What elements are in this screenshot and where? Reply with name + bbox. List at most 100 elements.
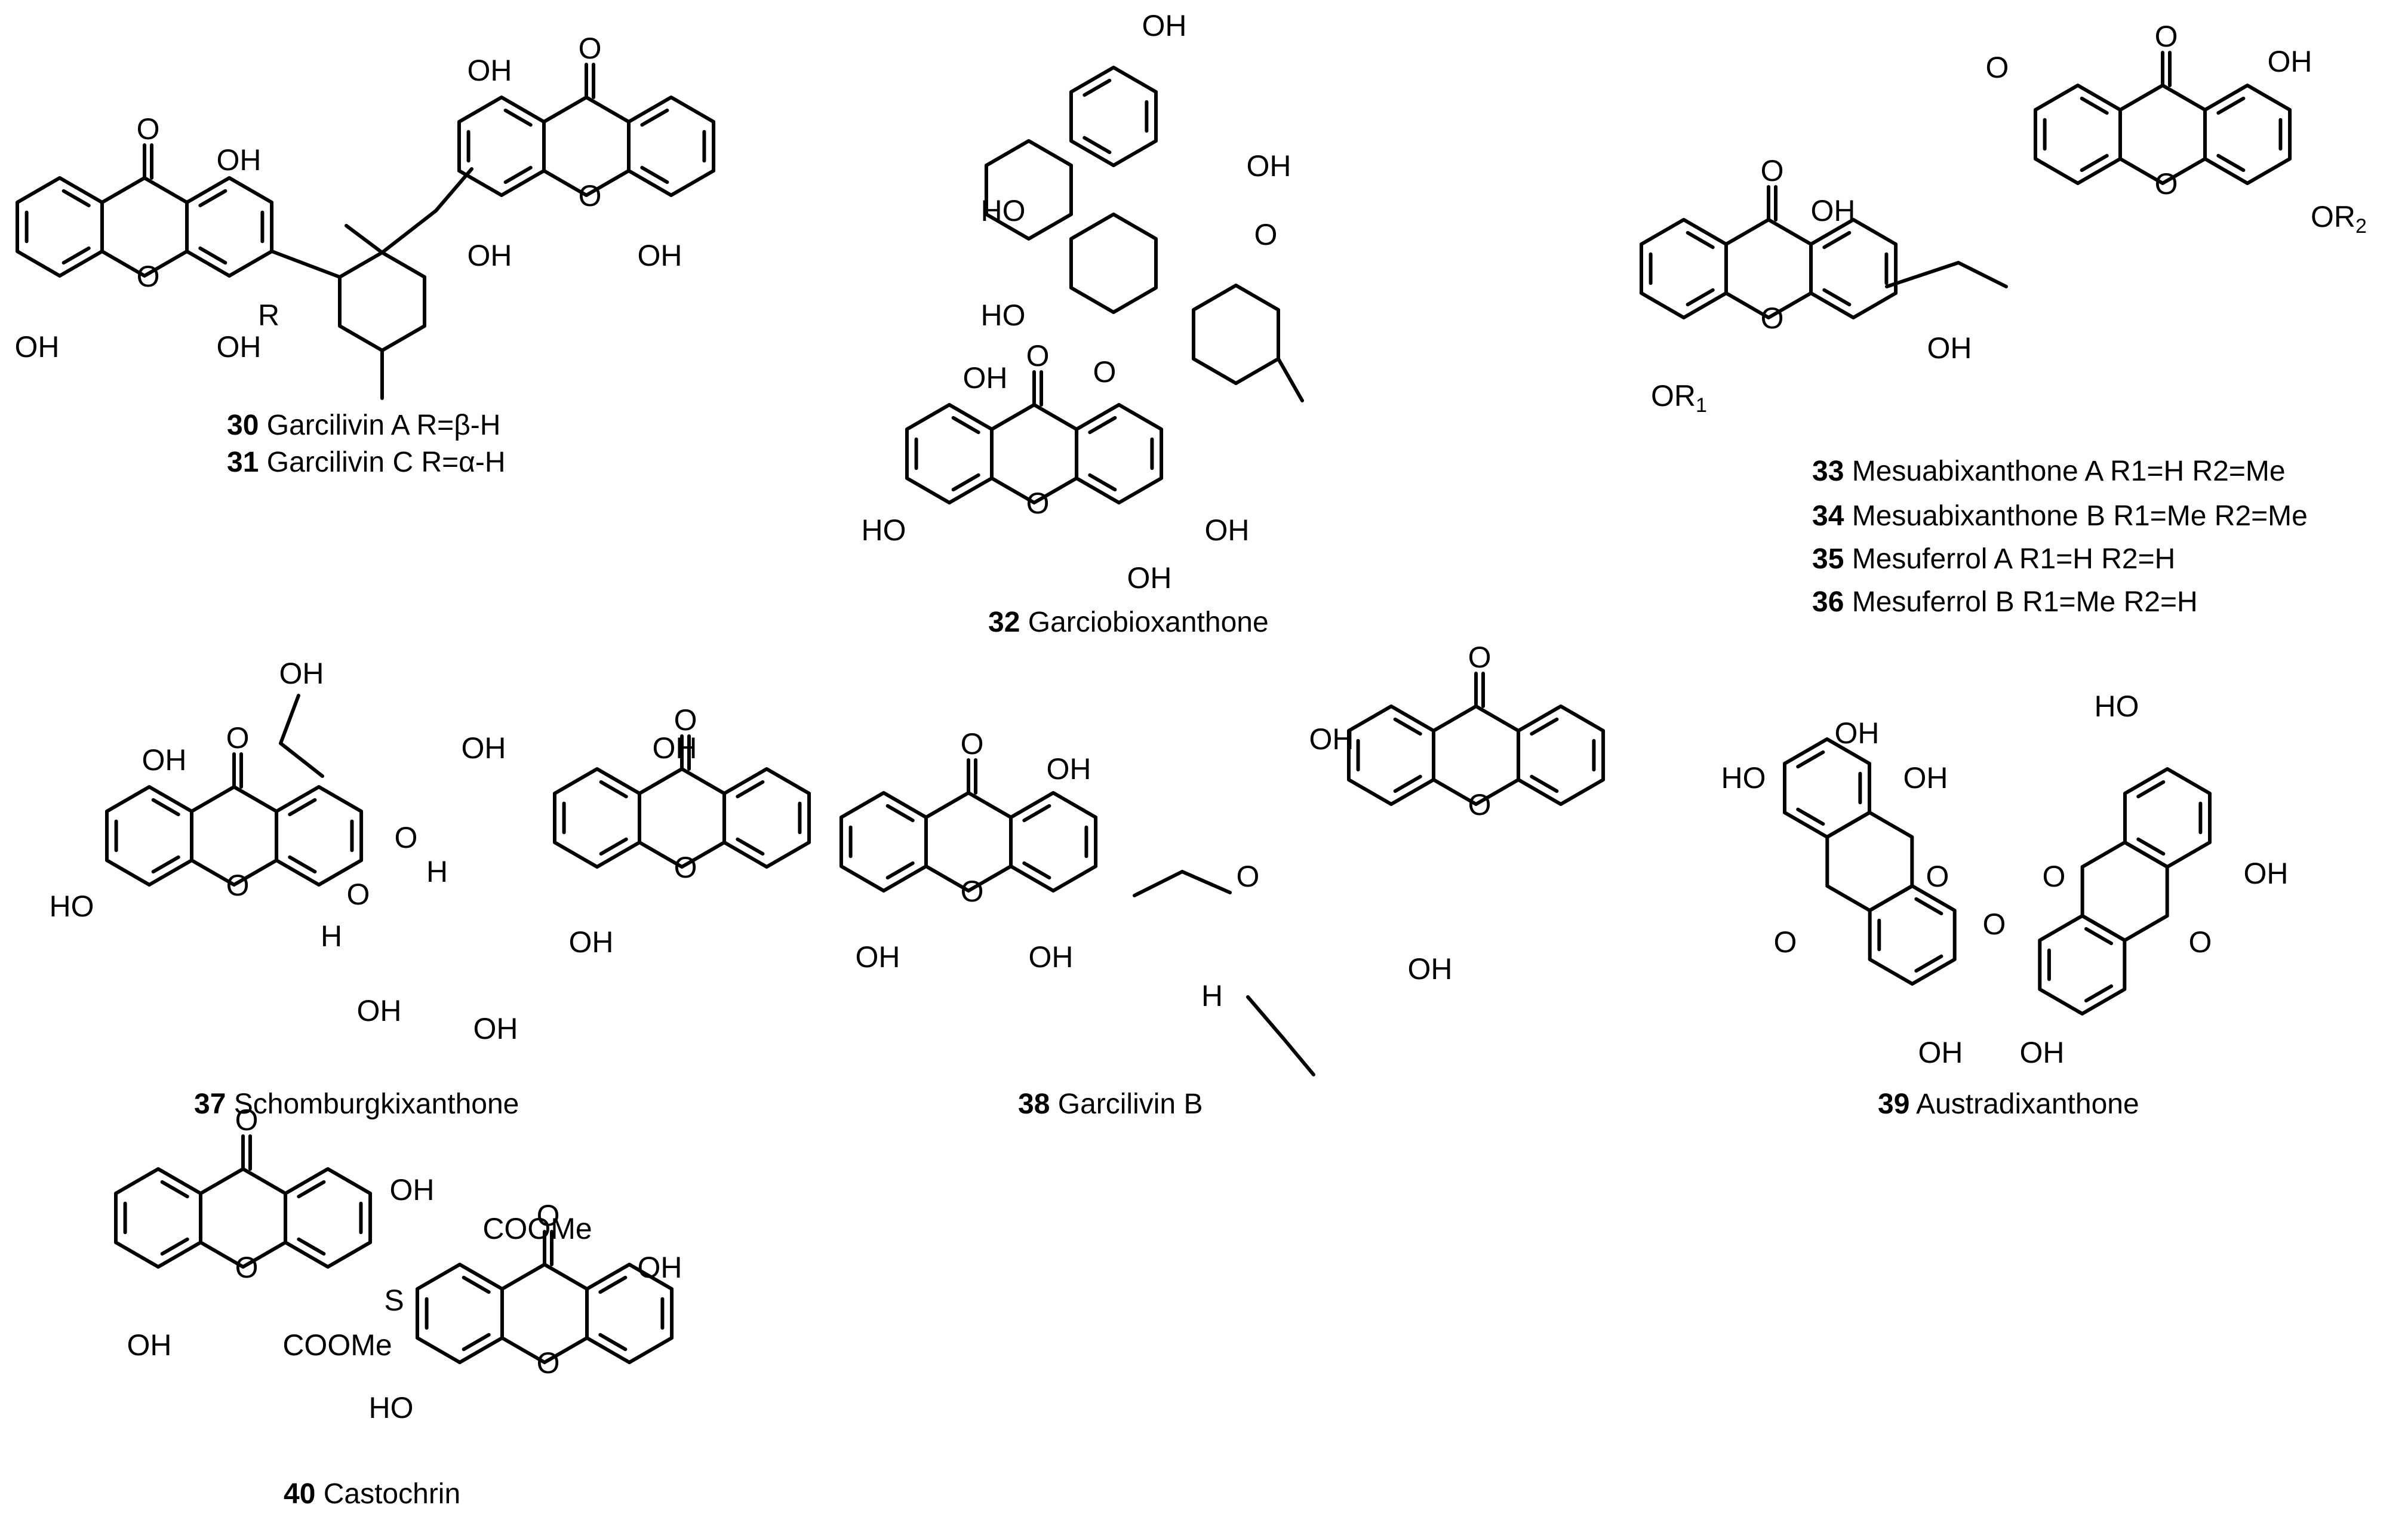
bond-layer [15, 51, 2292, 1364]
cmpd39-ring-d [2123, 767, 2212, 869]
double-bond [61, 189, 91, 208]
cmpd33-x2-carbonyl-o: O [2155, 20, 2178, 53]
caption-33: 33 Mesuabixanthone A R1=H R2=Me [1812, 456, 2286, 487]
cmpd37-x2-ring-c [722, 767, 811, 869]
cmpd30-oh-2: OH [217, 330, 262, 364]
cmpd30-x2-ring-a [457, 96, 546, 197]
cmpd37-oh-2: OH [357, 994, 402, 1027]
double-bond [1530, 774, 1559, 793]
cmpd39-ring-a [1782, 737, 1872, 839]
cmpd37-x1-ring-a [104, 785, 194, 887]
double-bond [2136, 780, 2166, 799]
double-bond [462, 1333, 491, 1352]
cmpd37-h-1: H [426, 855, 448, 888]
cmpd37-x1-ring-o: O [226, 869, 250, 902]
double-bond [160, 1237, 189, 1256]
cmpd37-x2-carbonyl-o: O [674, 703, 697, 737]
cmpd33-x2-ring-a [2033, 84, 2123, 185]
double-bond [503, 108, 533, 127]
cmpd37-x2-ring-a [552, 767, 642, 869]
cmpd32-x-ring-a [905, 403, 994, 504]
cmpd33-x1-ring-a [1639, 218, 1729, 319]
cmpd30-oh-5: OH [468, 239, 512, 272]
cmpd38-oh-4: OH [1309, 722, 1354, 756]
cmpd40-oh-1: OH [390, 1173, 435, 1207]
double-bond [503, 165, 533, 184]
cmpd30-vinyl [380, 209, 438, 254]
cmpd37-ho-1: HO [50, 890, 94, 923]
double-bond [1082, 78, 1112, 97]
double-bond [288, 855, 317, 874]
cmpd37-x2-ring-o: O [674, 851, 697, 884]
cmpd38-oh-2: OH [856, 940, 900, 974]
cmpd32-x-carbonyl-o: O [1026, 339, 1050, 373]
double-bond [885, 861, 915, 880]
cmpd30-oh-3: OH [217, 143, 262, 177]
double-bond [1796, 807, 1825, 826]
cmpd40-ho: HO [369, 1391, 414, 1424]
double-bond [297, 1180, 326, 1199]
cmpd30-x2-ring-c [627, 96, 716, 197]
double-bond [198, 189, 227, 208]
cmpd32-oh-3: OH [963, 361, 1008, 395]
cmpd38-x2-carbonyl-o: O [1468, 641, 1491, 674]
double-bond [151, 798, 180, 817]
cmpd30-x1-ring-o: O [137, 260, 160, 293]
cmpd39-carbonyl-o-2: O [2189, 925, 2212, 959]
caption-36: 36 Mesuferrol B R1=Me R2=H [1812, 586, 2198, 618]
cmpd39-oh-3: OH [1918, 1036, 1963, 1069]
cmpd32-cyclohexene [1191, 284, 1281, 385]
cmpd30-oh-1: OH [15, 330, 60, 364]
double-bond [640, 165, 669, 184]
cmpd40-x2-carbonyl-o: O [537, 1199, 560, 1232]
cmpd38-oh-1: OH [1047, 752, 1091, 786]
cmpd30-x1-ring-c [185, 176, 274, 278]
cmpd39-ring-f [2038, 914, 2127, 1016]
cmpd38-prenyl [1246, 995, 1286, 1041]
cmpd37-oh-4: OH [653, 731, 697, 765]
caption-35: 35 Mesuferrol A R1=H R2=H [1812, 543, 2175, 575]
caption-37: 37 Schomburgkixanthone [194, 1088, 519, 1120]
double-bond [1530, 717, 1559, 736]
cmpd38-x2-ring-a [1346, 704, 1436, 806]
cmpd39-ring-o-2: O [2043, 860, 2066, 893]
double-bond [1914, 897, 1943, 916]
double-bond [1088, 473, 1117, 492]
cmpd32-oh-2: OH [1247, 149, 1291, 183]
cmpd33-or2: OR2 [2311, 200, 2367, 238]
cmpd39-carbonyl-o-1: O [1774, 925, 1797, 959]
double-bond [599, 780, 628, 799]
cmpd38-x1-ring-c [1009, 791, 1098, 893]
double-bond [1022, 804, 1051, 823]
caption-31: 31 Garcilivin C R=α-H [227, 447, 506, 478]
cmpd32-oh-5: OH [1127, 561, 1172, 595]
double-bond [462, 1275, 491, 1294]
cmpd30-link [270, 250, 342, 279]
cmpd39-ring-c [1868, 884, 1957, 986]
double-bond [2080, 96, 2109, 115]
cmpd39-oh-4: OH [2244, 857, 2289, 890]
cmpd32-x-ring-c [1075, 403, 1164, 504]
cmpd33-methoxy-o: O [1986, 51, 2009, 84]
double-bond [2136, 837, 2166, 856]
cmpd38-prenyl [1282, 1037, 1315, 1076]
cmpd39-ring-pyrone-2 [2080, 841, 2169, 942]
cmpd32-ho-1: HO [981, 194, 1026, 227]
cmpd38-oh-5: OH [1408, 952, 1453, 986]
cmpd37-dioxane-o1: O [395, 821, 418, 854]
double-bond [951, 473, 980, 492]
double-bond [1822, 288, 1852, 307]
cmpd33-vinyl [1957, 261, 2008, 288]
double-bond [1088, 416, 1117, 435]
cmpd40-oh-3: OH [638, 1251, 682, 1284]
double-bond [1082, 136, 1112, 155]
double-bond [2080, 153, 2109, 173]
cmpd39-ring-o-1: O [1926, 860, 1949, 893]
cmpd37-oh-6: OH [473, 1012, 518, 1045]
cmpd38-x1-carbonyl-o: O [961, 727, 984, 761]
cmpd32-oh-1: OH [1142, 9, 1187, 42]
caption-32: 32 Garciobioxanthone [988, 607, 1269, 638]
cmpd33-x1-carbonyl-o: O [1761, 154, 1784, 187]
cmpd39-oh-1: OH [1835, 716, 1880, 750]
